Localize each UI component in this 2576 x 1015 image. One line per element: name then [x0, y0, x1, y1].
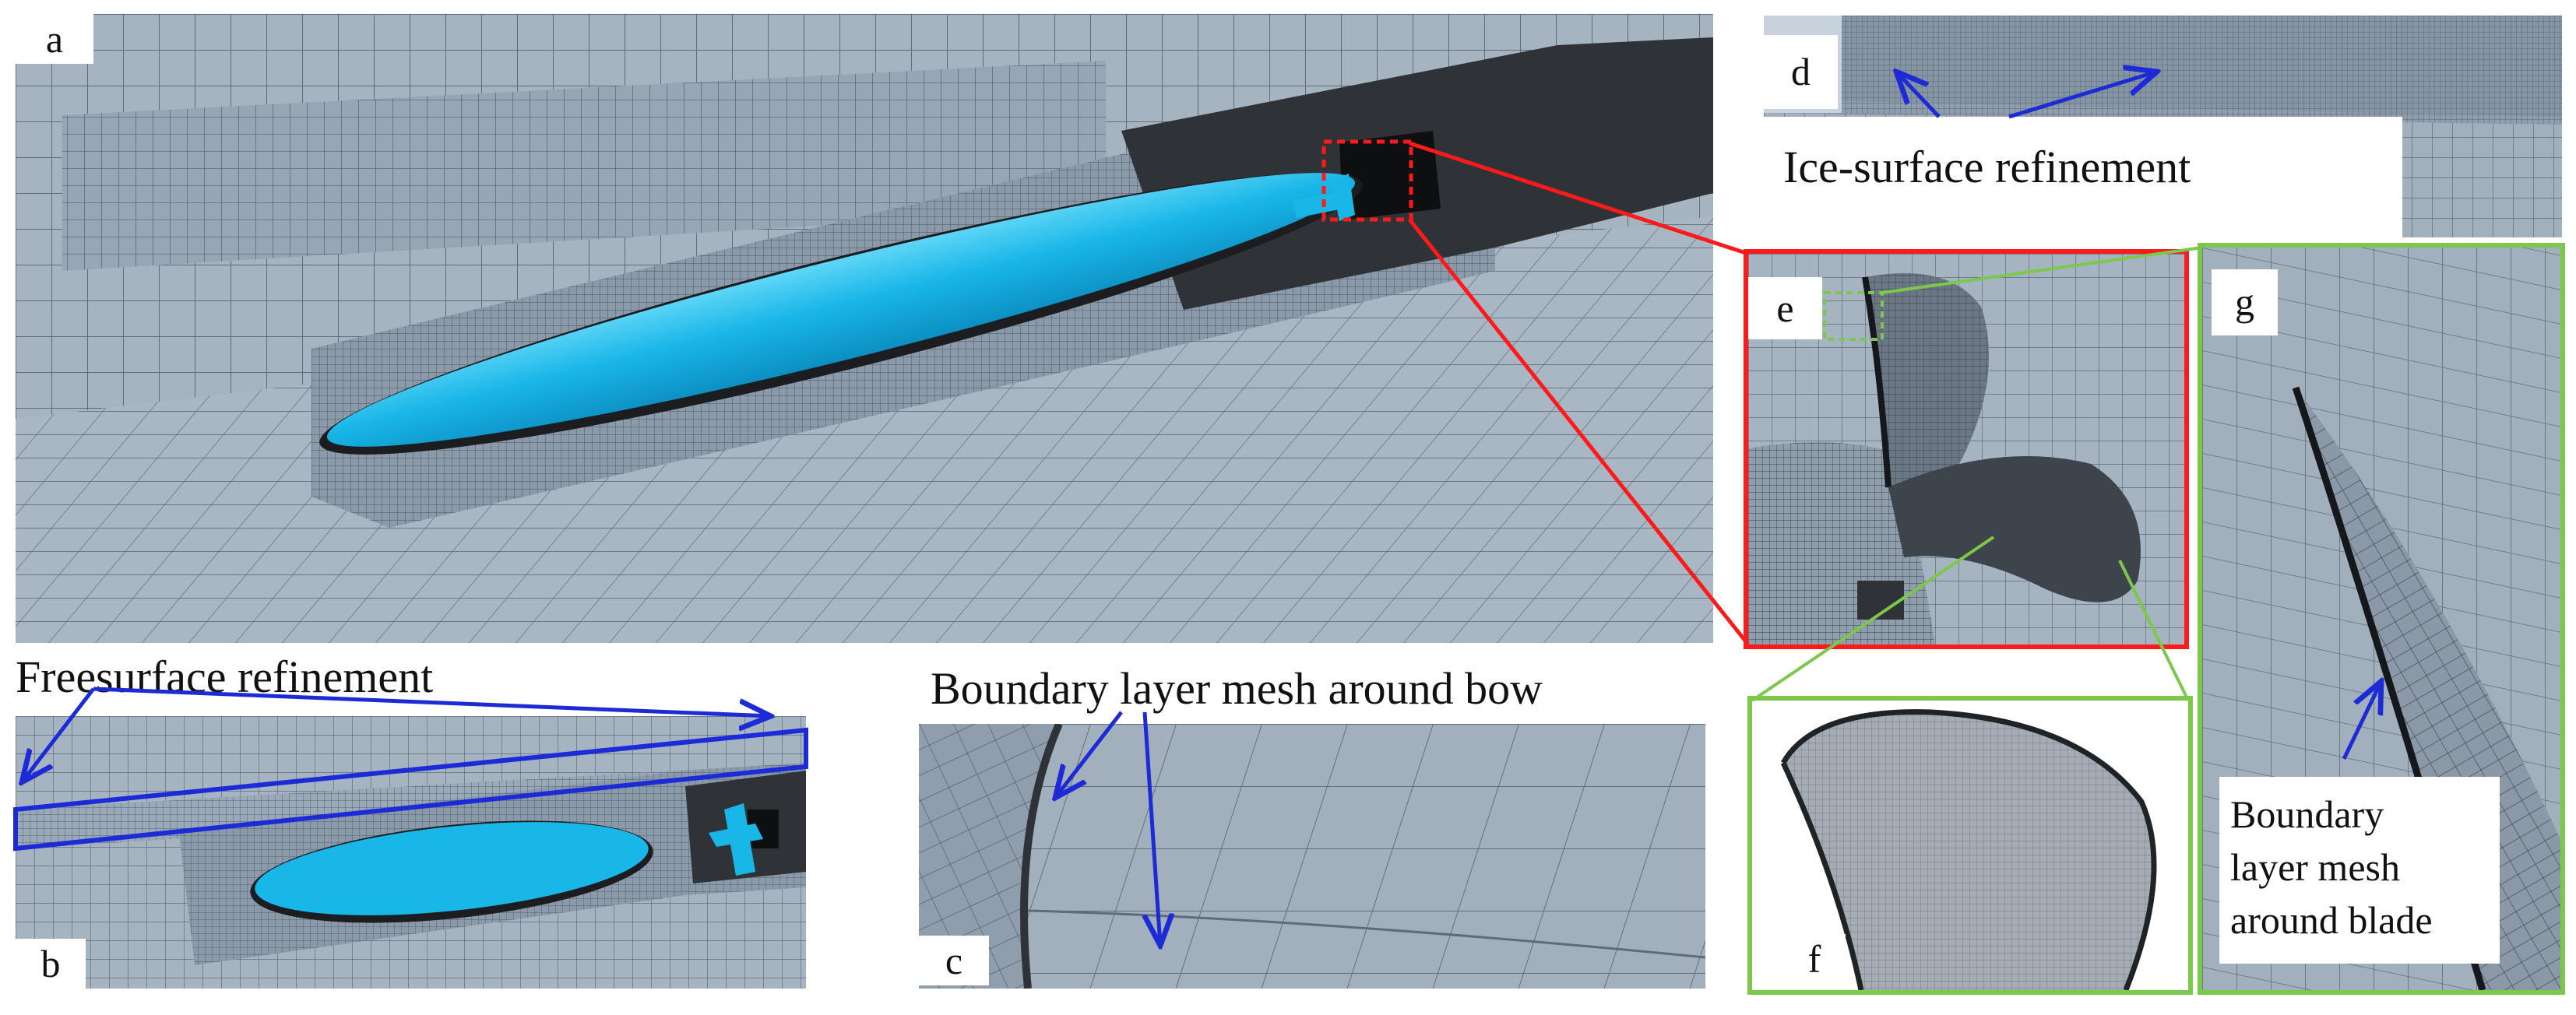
- panel-b-freesurface: b: [16, 716, 806, 989]
- panel-c-letter: c: [919, 936, 989, 985]
- panel-g-blade-boundary-layer: g Boundary layer mesh around blade: [2198, 243, 2565, 995]
- panel-d-caption-box: [1764, 117, 2402, 237]
- panel-a-overall-mesh: a: [16, 14, 1713, 643]
- panel-b-letter: b: [16, 939, 86, 989]
- panel-e-letter: e: [1748, 277, 1822, 339]
- panel-f-blade-surface-mesh: f: [1747, 696, 2193, 995]
- panel-f-mesh-drawing: [1752, 701, 2188, 990]
- panel-d-letter: d: [1764, 35, 1838, 109]
- panel-a-letter: a: [16, 14, 93, 64]
- panel-g-caption-line-3: around blade: [2230, 898, 2433, 942]
- panel-g-caption-line-1: Boundary: [2230, 792, 2384, 836]
- panel-g-caption-line-2: layer mesh: [2230, 845, 2400, 889]
- panel-d-ice-surface: Ice-surface refinement d: [1764, 16, 2562, 237]
- panel-c-caption: Boundary layer mesh around bow: [931, 663, 1543, 714]
- panel-g-letter: g: [2212, 269, 2278, 335]
- panel-c-bow-boundary-layer: c: [919, 724, 1705, 989]
- panel-b-mesh-drawing: [16, 716, 806, 989]
- panel-a-mesh-drawing: [16, 14, 1713, 643]
- panel-c-mesh-drawing: [919, 724, 1705, 989]
- panel-b-caption: Freesurface refinement: [16, 651, 434, 702]
- panel-e-propeller-mesh: e: [1744, 249, 2189, 649]
- panel-d-caption: Ice-surface refinement: [1783, 142, 2191, 192]
- panel-g-caption-box: [2219, 777, 2500, 964]
- panel-f-letter: f: [1783, 934, 1846, 984]
